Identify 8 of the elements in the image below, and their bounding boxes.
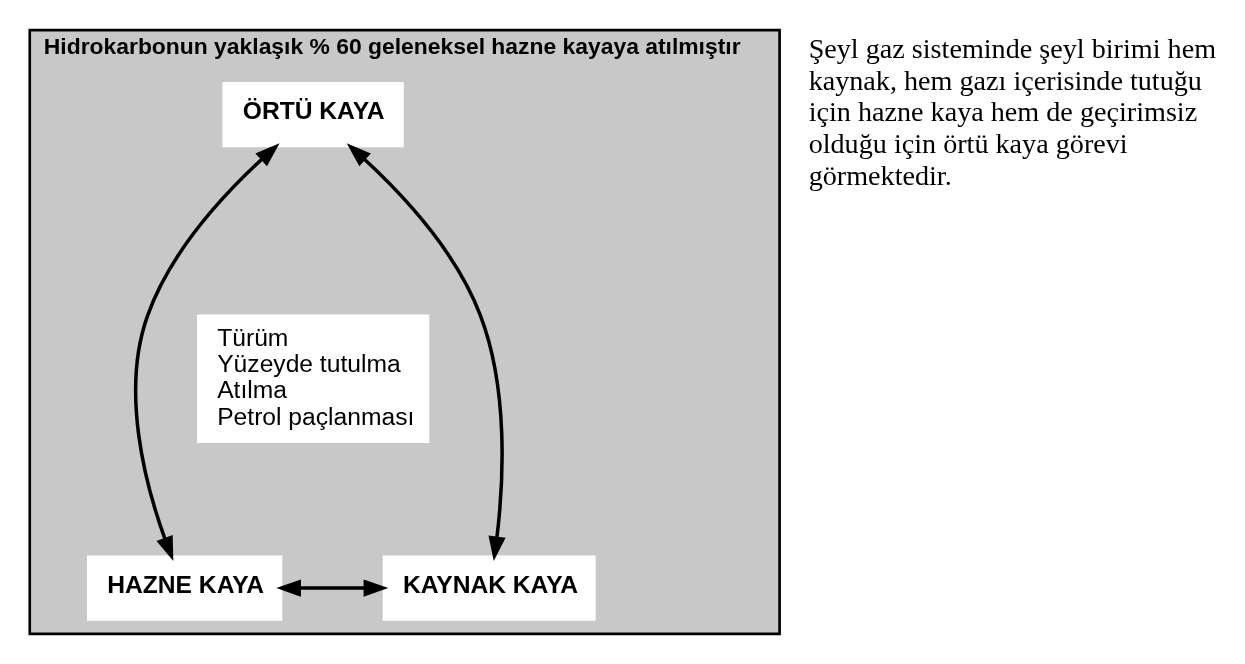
node-box: HAZNE KAYA: [86, 555, 283, 621]
arrow: [133, 143, 280, 562]
arrow: [346, 143, 506, 562]
arrow: [276, 579, 389, 597]
node-box: ÖRTÜ KAYA: [222, 82, 404, 148]
node-box: KAYNAK KAYA: [382, 555, 596, 621]
node-box: Türüm Yüzeyde tutulma Atılma Petrol paçlanması: [196, 314, 430, 443]
label: Şeyl gaz sisteminde şeyl birimi hem kaynak, hem gazı içerisinde tutuğu için hazne kaya hem de geçirimsiz olduğu için örtü kaya görevi görmektedir.: [808, 32, 1217, 191]
